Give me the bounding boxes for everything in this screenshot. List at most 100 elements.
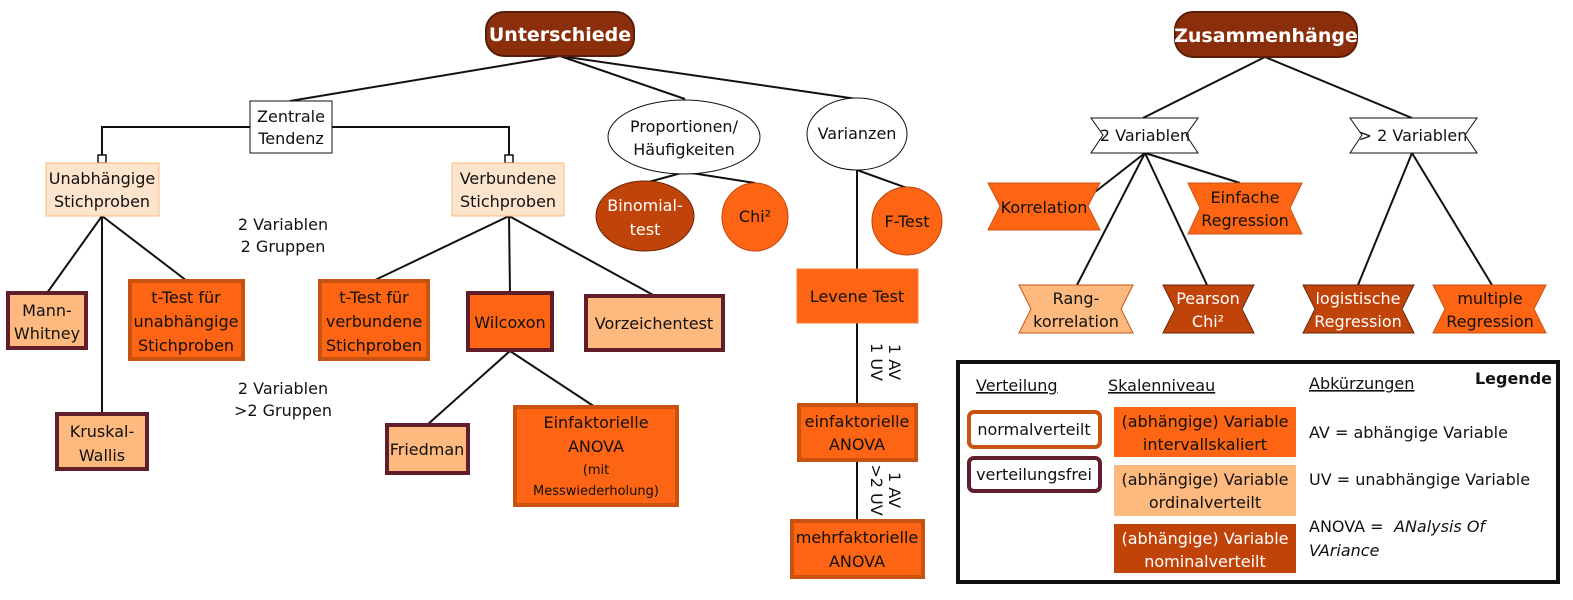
node-binomialtest-line1: Binomial- [607,196,682,215]
annotation-mehr-gruppen: 2 Variablen >2 Gruppen [234,379,332,420]
node-korrelation-label: Korrelation [1001,198,1088,217]
node-vorzeichentest-label: Vorzeichentest [595,314,713,333]
node-mann-whitney-line2: Whitney [14,324,80,343]
annotation-av-uv-2: 1 AV >2 UV [867,464,904,515]
node-zentrale-tendenz-line2: Tendenz [257,129,324,148]
legend-title: Legende [1475,369,1552,388]
legend-col-verteilung: Verteilung [976,376,1058,395]
node-ttest-verb-line2: verbundene [326,312,422,331]
node-mehrfaktorielle-anova: mehrfaktorielle ANOVA [790,519,925,579]
node-mann-whitney: Mann- Whitney [6,291,88,350]
node-ttest-verb-line1: t-Test für [339,288,409,307]
annotation-av-uv-2-line1: 1 AV [885,472,904,508]
node-ttest-verb-line3: Stichproben [326,336,422,355]
legend-uv: UV = unabhängige Variable [1309,470,1530,489]
node-varianzen-label: Varianzen [818,124,897,143]
node-ttest-unabh-line1: t-Test für [151,288,221,307]
node-ftest-label: F-Test [884,212,929,231]
legend-anova-italic-line1: ANalysis Of [1393,517,1487,536]
annotation-mehr-gruppen-line1: 2 Variablen [238,379,328,398]
node-pearson-line2: Chi² [1192,312,1224,331]
node-ftest: F-Test [871,186,943,256]
node-mehr-variablen: > 2 Variablen [1349,117,1478,154]
node-anova-messwiederholung: Einfaktorielle ANOVA (mit Messwiederholu… [513,405,679,507]
node-rangkorrelation-line2: korrelation [1033,312,1119,331]
node-logistische-line2: Regression [1314,312,1402,331]
node-zentrale-tendenz: Zentrale Tendenz [249,100,333,154]
legend-verteilungsfrei-label: verteilungsfrei [976,465,1092,484]
node-zwei-variablen: 2 Variablen [1090,117,1199,154]
node-chi2-label: Chi² [739,207,771,226]
annotation-2-gruppen-line1: 2 Variablen [238,215,328,234]
annotation-2-gruppen-line2: 2 Gruppen [241,237,326,256]
node-verbundene-line1: Verbundene [460,169,557,188]
legend-av: AV = abhängige Variable [1309,423,1508,442]
legend-nominalverteilt: (abhängige) Variable nominalverteilt [1114,524,1296,573]
node-ttest-unabhaengig: t-Test für unabhängige Stichproben [128,279,245,361]
legend: Legende Verteilung Skalenniveau Abkürzun… [956,360,1560,584]
node-levene-label: Levene Test [810,287,904,306]
annotation-av-uv-2-line2: >2 UV [867,464,886,515]
node-multiple-line2: Regression [1446,312,1534,331]
legend-ordinalverteilt: (abhängige) Variable ordinalverteilt [1114,465,1296,516]
node-levene-test: Levene Test [796,268,919,324]
node-verbundene-line2: Stichproben [460,192,556,211]
node-korrelation: Korrelation [987,182,1101,231]
node-vorzeichentest: Vorzeichentest [584,294,725,352]
node-zentrale-tendenz-line1: Zentrale [257,107,325,126]
node-binomialtest-line2: test [630,220,661,239]
node-einfakt-line2: ANOVA [829,435,885,454]
annotation-av-uv-1: 1 AV 1 UV [867,343,904,381]
root-unterschiede-label: Unterschiede [489,24,631,46]
node-wilcoxon: Wilcoxon [466,291,554,352]
connector-square [97,154,107,164]
node-unabhaengige-line2: Stichproben [54,192,150,211]
node-kruskal-line2: Wallis [79,446,125,465]
node-ttest-unabh-line3: Stichproben [138,336,234,355]
legend-intervallskaliert: (abhängige) Variable intervallskaliert [1114,407,1296,457]
legend-nominal-line2: nominalverteilt [1144,552,1266,571]
annotation-2-gruppen: 2 Variablen 2 Gruppen [238,215,328,256]
node-zwei-variablen-label: 2 Variablen [1100,126,1190,145]
node-ttest-unabh-line2: unabhängige [134,312,239,331]
node-unabhaengige-stichproben: Unabhängige Stichproben [45,162,160,217]
annotation-mehr-gruppen-line2: >2 Gruppen [234,401,332,420]
node-multiple-regression: multiple Regression [1432,284,1547,334]
legend-intervall-line2: intervallskaliert [1143,435,1267,454]
node-mehrfakt-line2: ANOVA [829,552,885,571]
legend-ordinal-line2: ordinalverteilt [1149,493,1261,512]
legend-normalverteilt: normalverteilt [967,410,1102,449]
node-kruskal-line1: Kruskal- [70,422,135,441]
node-binomialtest: Binomial- test [595,180,695,252]
node-einfakt-line1: einfaktorielle [805,412,910,431]
node-unabhaengige-line1: Unabhängige [49,169,156,188]
node-rangkorrelation: Rang- korrelation [1018,284,1134,334]
connector-square [504,154,514,164]
node-pearson-chi2: Pearson Chi² [1162,284,1255,334]
node-mehr-variablen-label: > 2 Variablen [1359,126,1468,145]
node-anova-mw-line1: Einfaktorielle [543,413,648,432]
legend-col-abkuerzungen: Abkürzungen [1309,374,1414,393]
node-verbundene-stichproben: Verbundene Stichproben [451,162,565,217]
node-mehrfakt-line1: mehrfaktorielle [796,528,919,547]
legend-intervall-line1: (abhängige) Variable [1122,412,1289,431]
legend-anova-italic-line2: VAriance [1309,541,1380,560]
annotation-av-uv-1-line2: 1 UV [867,343,886,381]
legend-col-skalenniveau: Skalenniveau [1108,376,1215,395]
node-einfache-regression-line2: Regression [1201,211,1289,230]
legend-normalverteilt-label: normalverteilt [977,420,1090,439]
node-chi2: Chi² [721,182,789,252]
node-anova-mw-line4: Messwiederholung) [533,484,659,499]
node-mann-whitney-line1: Mann- [22,301,72,320]
node-proportionen-line1: Proportionen/ [630,117,739,136]
root-zusammenhaenge: Zusammenhänge [1174,11,1358,58]
node-pearson-line1: Pearson [1176,289,1240,308]
node-einfache-regression: Einfache Regression [1187,182,1303,235]
node-kruskal-wallis: Kruskal- Wallis [55,412,149,471]
annotation-av-uv-1-line1: 1 AV [885,344,904,380]
node-logistische-regression: logistische Regression [1302,284,1415,334]
node-proportionen-line2: Häufigkeiten [633,140,734,159]
node-einfache-regression-line1: Einfache [1211,188,1280,207]
legend-verteilungsfrei: verteilungsfrei [967,456,1102,493]
